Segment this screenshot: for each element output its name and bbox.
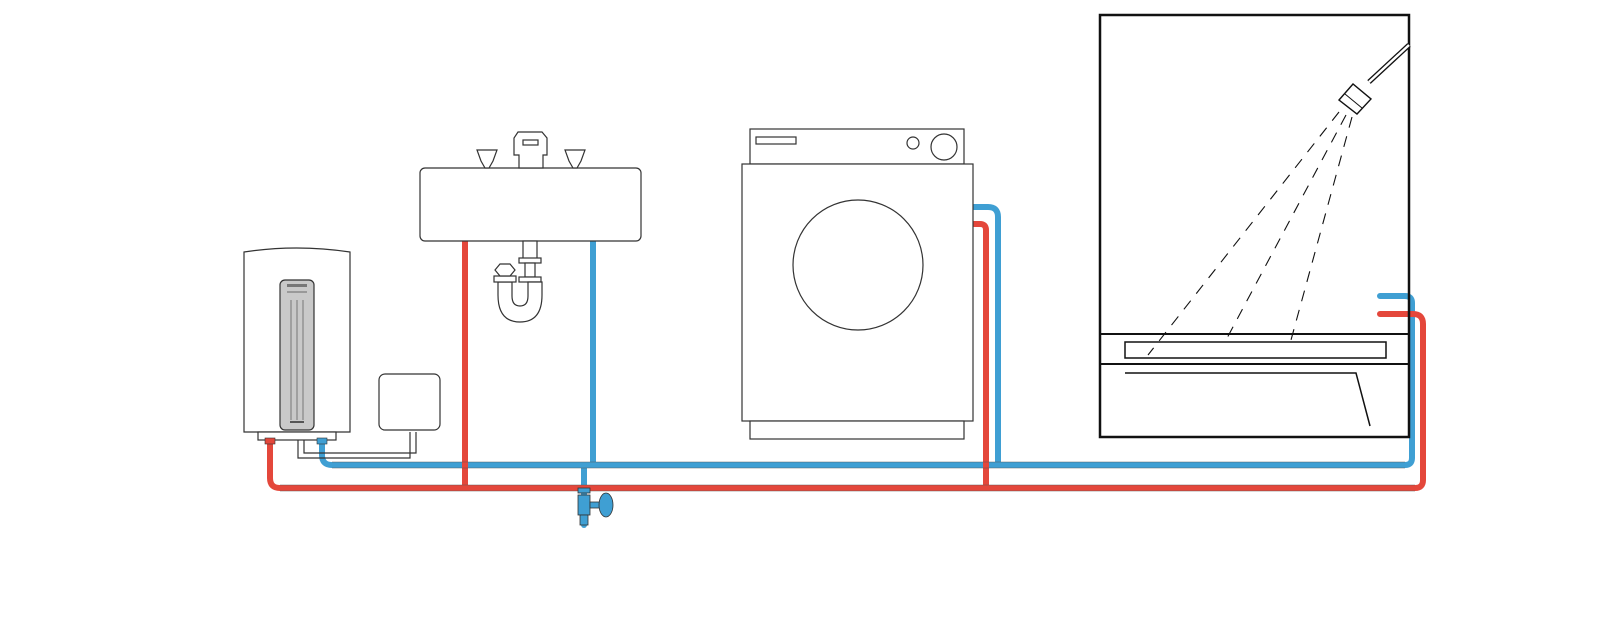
washing-machine [741,128,974,440]
water-heater-cold-inlet [316,437,328,445]
control-box [378,373,441,431]
washing-machine-display [755,136,797,145]
washbasin [419,131,642,323]
control-box-body [378,373,441,431]
cold-tap-handle [564,149,586,169]
shower-spray [1147,111,1353,356]
washing-machine-dial [930,133,958,161]
water-heater-base [257,431,337,441]
shutoff-valve [577,487,614,526]
hot-water-main-pipe [267,311,1426,491]
shutoff-valve-handle [598,492,614,518]
shower-cabin-frame [1098,13,1411,439]
sink-trap [493,240,543,323]
water-heater-hot-outlet [264,437,276,445]
washing-machine-door [792,199,924,331]
hot-tap-handle [476,149,498,169]
washing-machine-plinth [749,420,965,440]
shower-step [1125,372,1371,427]
mixer-tap [513,131,548,169]
hot-water-washing-machine-branch [971,221,989,491]
electrical-wiring [297,432,417,459]
water-heater [243,247,351,445]
water-heater-panel-bar [287,284,307,287]
shower-head [1337,83,1373,115]
shower-tray-drain [1124,341,1387,359]
shower-cabin [1098,13,1411,439]
washbasin-bowl [419,167,642,242]
pipe-outlines [280,461,1415,492]
cold-water-washing-machine-branch [971,204,1001,468]
washing-machine-small-knob [906,136,920,150]
